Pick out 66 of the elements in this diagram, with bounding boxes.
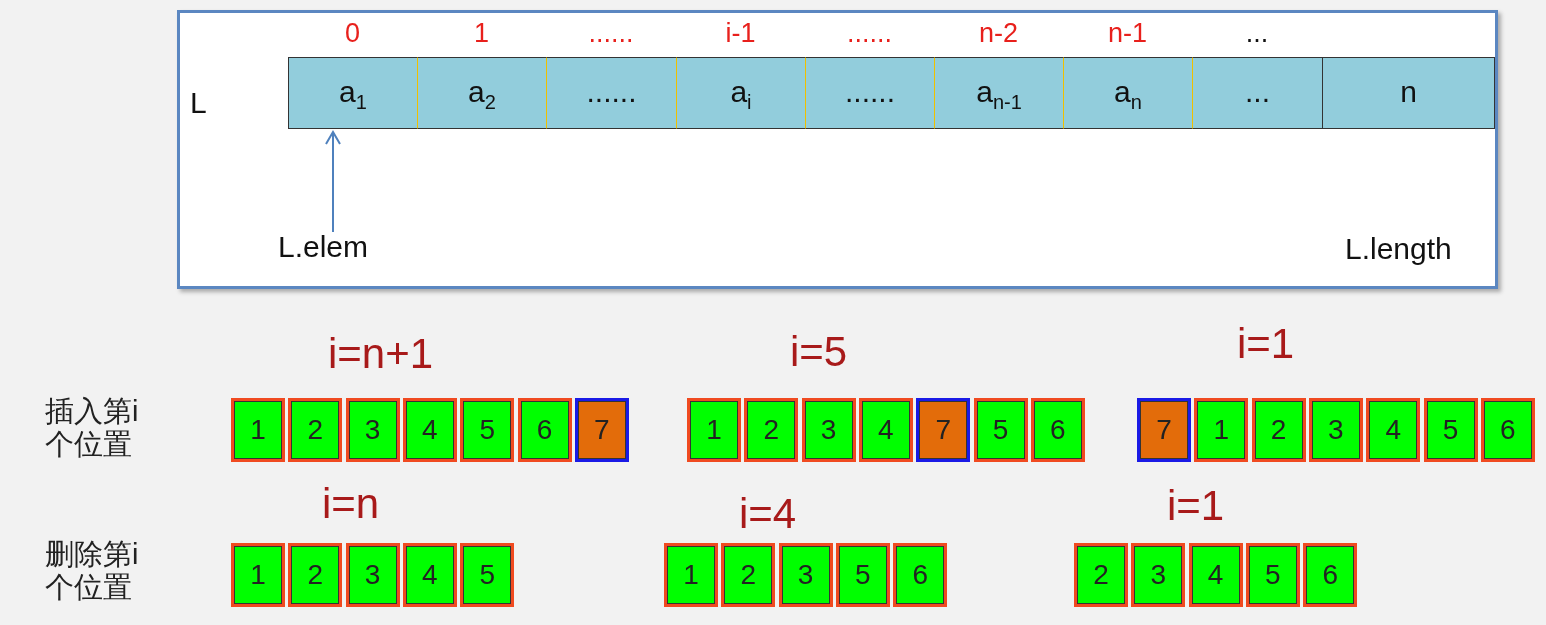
array-element: 1 — [231, 543, 285, 607]
array-cell: a$_{n-1}$ — [934, 57, 1063, 129]
array-element: 4 — [402, 543, 457, 607]
array-element: 3 — [345, 543, 400, 607]
index-label: ... — [1245, 18, 1269, 49]
array-element: 4 — [402, 398, 457, 462]
array-element: 6 — [893, 543, 948, 607]
array-element: 3 — [1131, 543, 1186, 607]
array-element: 1 — [231, 398, 285, 462]
array-element: 5 — [835, 543, 890, 607]
row-label: 删除第i个位置 — [45, 538, 140, 605]
array-element: 5 — [973, 398, 1028, 462]
array-cell: a$_{1}$ — [288, 57, 417, 129]
array-element: 6 — [517, 398, 572, 462]
array-element: 4 — [1366, 398, 1421, 462]
position-label: i=4 — [739, 490, 797, 538]
list-name: L — [190, 86, 207, 120]
frame-box — [177, 10, 1498, 289]
position-label: i=5 — [790, 328, 848, 376]
index-label: n-2 — [979, 18, 1018, 49]
array-element: 2 — [288, 543, 343, 607]
array-element: 3 — [778, 543, 833, 607]
array-element: 3 — [801, 398, 856, 462]
index-label: ...... — [588, 18, 634, 49]
array-element: 4 — [1188, 543, 1243, 607]
position-label: i=1 — [1167, 482, 1225, 530]
array-element: 3 — [345, 398, 400, 462]
position-label: i=1 — [1237, 320, 1295, 368]
array-cell: a$_{n}$ — [1063, 57, 1192, 129]
row-label: 插入第i个位置 — [45, 395, 140, 462]
array-element: 1 — [664, 543, 718, 607]
array-element: 5 — [460, 543, 515, 607]
arrow — [325, 131, 341, 233]
position-label: i=n — [322, 480, 380, 528]
array-element: 2 — [1074, 543, 1128, 607]
array-element: 4 — [858, 398, 913, 462]
array-element: 1 — [687, 398, 741, 462]
array-element: 2 — [288, 398, 343, 462]
array-element: 5 — [460, 398, 515, 462]
array-element: 5 — [1423, 398, 1478, 462]
array-cell: a$_{i}$ — [676, 57, 805, 129]
array-element: 6 — [1303, 543, 1358, 607]
array-cell: ... — [1192, 57, 1322, 129]
highlighted-element: 7 — [1137, 398, 1191, 462]
array-cell: n — [1322, 57, 1495, 129]
array-element: 3 — [1308, 398, 1363, 462]
array-element: 6 — [1480, 398, 1535, 462]
index-label: 1 — [474, 18, 489, 49]
index-label: ...... — [847, 18, 892, 49]
index-label: i-1 — [725, 18, 756, 49]
array-cell: ...... — [805, 57, 934, 129]
array-cell: ...... — [546, 57, 676, 129]
highlighted-element: 7 — [916, 398, 971, 462]
array-element: 2 — [744, 398, 799, 462]
array-element: 2 — [1251, 398, 1306, 462]
index-label: n-1 — [1108, 18, 1147, 49]
position-label: i=n+1 — [328, 330, 434, 378]
index-label: 0 — [345, 18, 360, 49]
array-cell: a$_{2}$ — [417, 57, 546, 129]
length-label: L.length — [1345, 232, 1452, 266]
array-element: 5 — [1245, 543, 1300, 607]
array-element: 2 — [721, 543, 776, 607]
highlighted-element: 7 — [574, 398, 629, 462]
array-element: 1 — [1194, 398, 1249, 462]
array-element: 6 — [1030, 398, 1085, 462]
pointer-label: L.elem — [278, 230, 418, 270]
